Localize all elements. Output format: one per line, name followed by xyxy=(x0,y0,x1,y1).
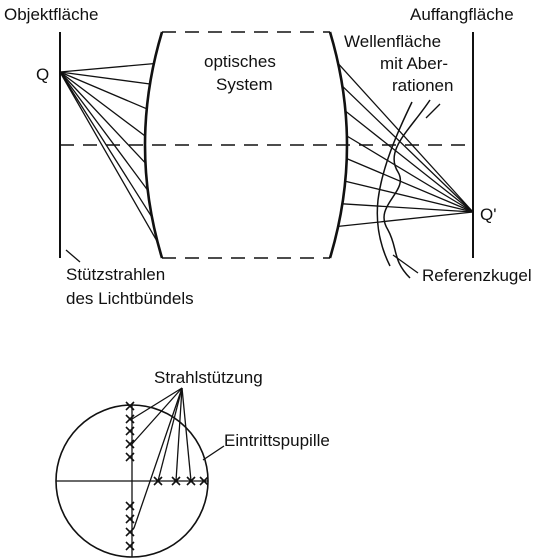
object-plane-label: Objektfläche xyxy=(4,5,99,24)
image-plane-label: Auffangfläche xyxy=(410,5,514,24)
optical-system xyxy=(143,31,349,259)
support-rays-leader xyxy=(65,249,81,263)
wavefront-leader xyxy=(425,103,441,119)
optical-system-label-1: optisches xyxy=(204,52,276,71)
incoming-ray xyxy=(59,62,154,73)
ray-support-leaders xyxy=(131,387,192,529)
incoming-ray xyxy=(59,71,146,137)
ray-support-label: Strahlstützung xyxy=(154,368,263,387)
aberrated-wavefront xyxy=(383,99,431,279)
incoming-ray xyxy=(59,71,159,243)
optical-system-label-2: System xyxy=(216,75,273,94)
entrance-pupil-label: Eintrittspupille xyxy=(224,431,330,450)
reference-sphere-label: Referenzkugel xyxy=(422,266,532,285)
pupil-sample-mark xyxy=(125,527,135,537)
outgoing-ray-fan xyxy=(337,63,474,228)
incoming-ray-fan xyxy=(59,62,159,243)
pupil-sample-mark xyxy=(125,501,135,511)
reference-sphere-arc xyxy=(376,101,413,267)
ray-support-leader xyxy=(131,387,183,420)
ray-support-leader xyxy=(133,387,183,529)
outgoing-ray xyxy=(342,203,474,213)
incoming-ray xyxy=(59,71,149,191)
outgoing-ray xyxy=(346,135,474,213)
ray-support-leader xyxy=(175,387,183,482)
pupil-sample-points xyxy=(125,401,209,551)
entrance-pupil-leader xyxy=(202,445,225,461)
pupil-sample-mark xyxy=(125,401,135,411)
support-rays-label-1: Stützstrahlen xyxy=(66,265,165,284)
outgoing-ray xyxy=(346,158,474,213)
outgoing-ray xyxy=(337,63,474,213)
pupil-sample-mark xyxy=(125,514,135,524)
outgoing-ray xyxy=(341,85,474,213)
incoming-ray xyxy=(59,71,151,85)
pupil-sample-mark xyxy=(125,414,135,424)
pupil-sample-mark xyxy=(125,541,135,551)
reference-sphere-leader xyxy=(392,254,419,274)
pupil-sample-mark xyxy=(125,426,135,436)
wavefront-label-3: rationen xyxy=(392,76,453,95)
pupil-sample-mark xyxy=(125,439,135,449)
wavefront-label-1: Wellenfläche xyxy=(344,32,441,51)
lens-back-surface xyxy=(328,31,349,259)
ray-support-leader xyxy=(157,387,183,482)
lens-front-surface xyxy=(143,31,164,259)
point-q-label: Q xyxy=(36,65,49,84)
wavefront-label-2: mit Aber- xyxy=(380,54,448,73)
point-q-prime-label: Q' xyxy=(480,205,496,224)
ray-support-leader xyxy=(181,387,192,482)
outgoing-ray xyxy=(345,110,474,213)
pupil-sample-mark xyxy=(199,476,209,486)
pupil-sample-mark xyxy=(125,452,135,462)
outgoing-ray xyxy=(345,180,474,213)
ray-support-leader xyxy=(131,387,183,445)
incoming-ray xyxy=(59,71,146,164)
incoming-ray xyxy=(59,71,153,218)
outgoing-ray xyxy=(338,211,474,228)
incoming-ray xyxy=(59,71,147,110)
support-rays-label-2: des Lichtbündels xyxy=(66,289,194,308)
